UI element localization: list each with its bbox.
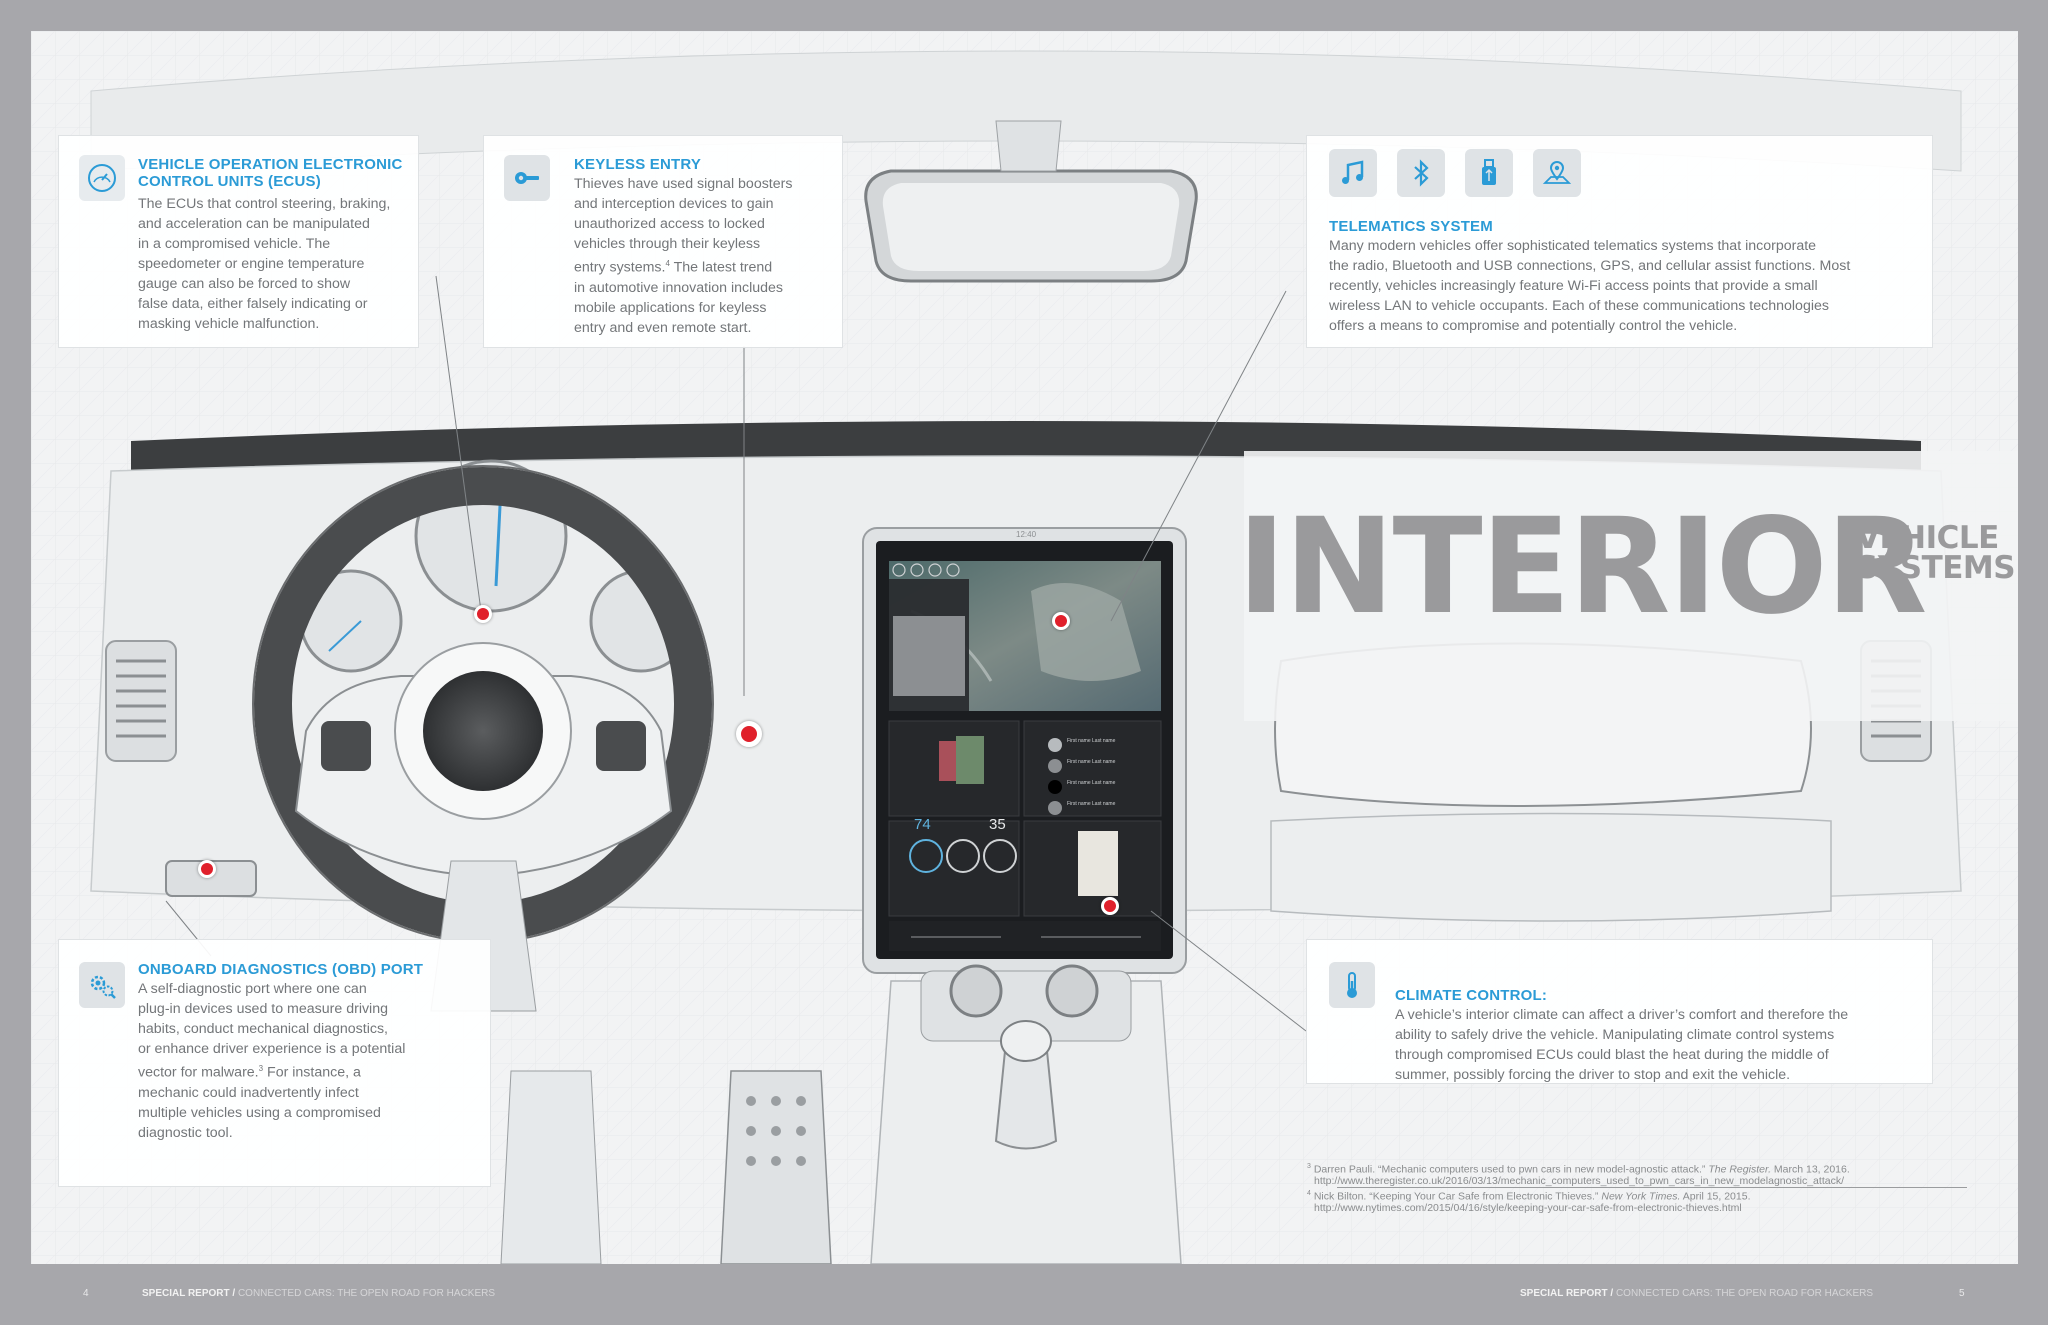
ecu-title: VEHICLE OPERATION ELECTRONIC CONTROL UNI… — [138, 156, 403, 190]
keyless-panel: KEYLESS ENTRY Thieves have used signal b… — [483, 135, 843, 348]
climate-panel: CLIMATE CONTROL: A vehicle’s interior cl… — [1306, 939, 1933, 1084]
keyless-body: Thieves have used signal boosters and in… — [574, 176, 793, 336]
climate-title: CLIMATE CONTROL: — [1395, 987, 1548, 1004]
keyless-title: KEYLESS ENTRY — [574, 156, 702, 173]
screen-contact-2: First name Last name — [1067, 759, 1116, 765]
gauge-icon — [79, 155, 125, 201]
screen-contact-1: First name Last name — [1067, 738, 1116, 744]
vehicle-systems-heading: VEHICLE SYSTEMS — [1856, 520, 2016, 586]
footnotes: 3 Darren Pauli. “Mechanic computers used… — [1307, 1163, 1850, 1214]
marker-ecu — [474, 605, 492, 623]
thermometer-icon — [1329, 962, 1375, 1008]
footnote-rule — [1337, 1187, 1967, 1188]
marker-climate — [1101, 897, 1119, 915]
marker-telematics — [1052, 612, 1070, 630]
music-icon — [1329, 149, 1377, 197]
telematics-title: TELEMATICS SYSTEM — [1329, 218, 1493, 235]
ecu-panel: VEHICLE OPERATION ELECTRONIC CONTROL UNI… — [58, 135, 419, 348]
gears-icon — [79, 962, 125, 1008]
screen-gauge-left: 74 — [914, 816, 931, 833]
climate-body: A vehicle’s interior climate can affect … — [1395, 1007, 1849, 1083]
obd-title: ONBOARD DIAGNOSTICS (OBD) PORT — [138, 961, 424, 978]
ecu-body: The ECUs that control steering, braking,… — [138, 196, 391, 332]
bluetooth-icon — [1397, 149, 1445, 197]
interior-heading: INTERIOR — [1237, 490, 1927, 644]
screen-contact-4: First name Last name — [1067, 801, 1116, 807]
obd-body: A self-diagnostic port where one can plu… — [138, 981, 406, 1141]
report-spread: VEHICLE OPERATION ELECTRONIC CONTROL UNI… — [31, 31, 2018, 1264]
marker-keyless — [736, 721, 762, 747]
key-icon — [504, 155, 550, 201]
screen-contact-3: First name Last name — [1067, 780, 1116, 786]
screen-gauge-right: 35 — [989, 816, 1006, 833]
footer-label-left: SPECIAL REPORT / CONNECTED CARS: THE OPE… — [142, 1288, 496, 1299]
usb-icon — [1465, 149, 1513, 197]
telematics-body: Many modern vehicles offer sophisticated… — [1329, 238, 1851, 334]
obd-panel: ONBOARD DIAGNOSTICS (OBD) PORT A self-di… — [58, 939, 491, 1187]
footer-label-right: SPECIAL REPORT / CONNECTED CARS: THE OPE… — [1520, 1288, 1874, 1299]
map-pin-icon — [1533, 149, 1581, 197]
page-number-left: 4 — [83, 1288, 89, 1299]
page-number-right: 5 — [1959, 1288, 1965, 1299]
screen-time: 12:40 — [1016, 530, 1037, 539]
marker-obd — [198, 860, 216, 878]
telematics-panel: TELEMATICS SYSTEM Many modern vehicles o… — [1306, 135, 1933, 348]
